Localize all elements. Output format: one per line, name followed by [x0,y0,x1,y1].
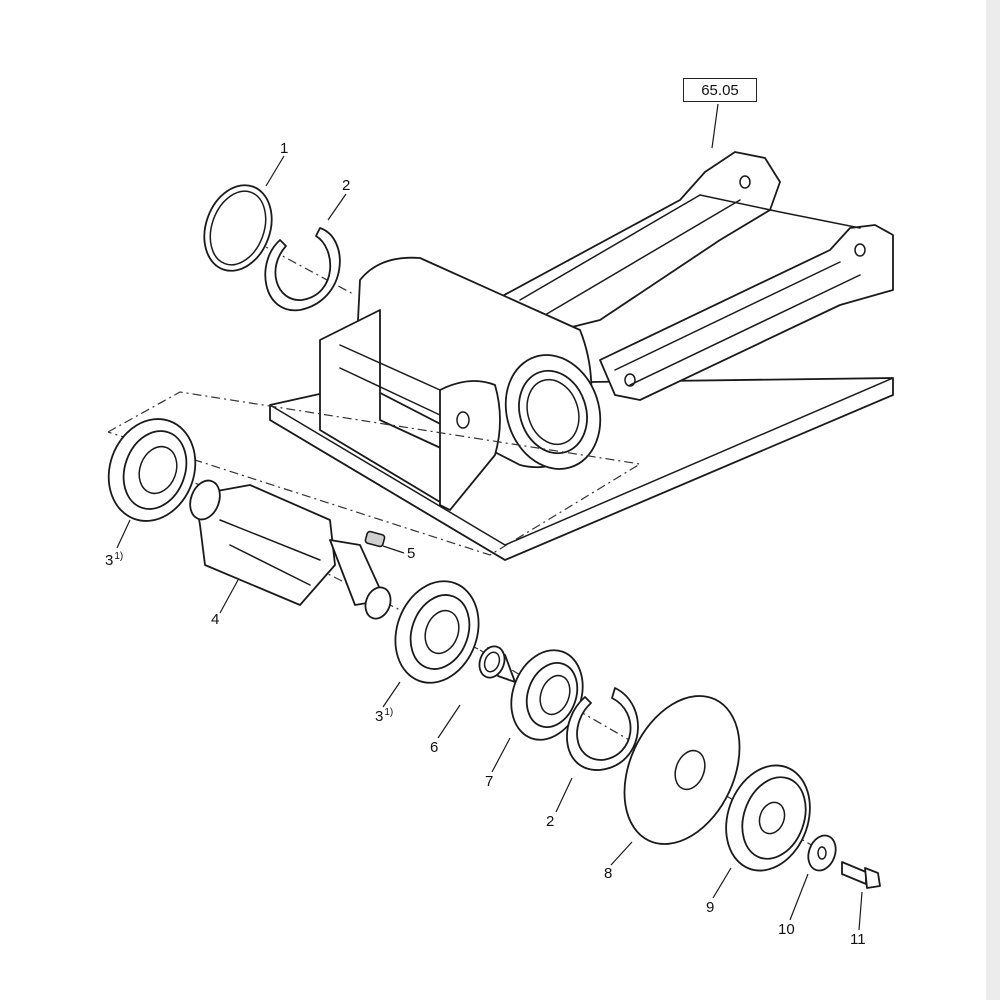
callout-5: 5 [407,545,416,562]
base-plate [269,377,894,561]
part-4-eccentric-shaft [189,479,392,620]
part-3-bearing-left [107,418,197,522]
callout-3-lower: 31) [375,707,394,725]
part-2-circlip-upper [264,227,341,311]
page-edge [986,0,1000,1000]
side-bracket [319,309,501,511]
callout-2-lower: 2 [546,813,555,830]
part-3-bearing-right [394,580,480,684]
part-8-disc [623,695,741,845]
part-6-bushing [478,645,516,683]
callout-2-upper: 2 [342,177,351,194]
callout-8: 8 [604,865,613,882]
part-10-washer [807,834,837,872]
callout-6: 6 [430,739,439,756]
callout-3-upper: 31) [105,551,124,569]
reference-label-box: 65.05 [683,78,757,102]
callout-11: 11 [850,931,866,948]
part-11-bolt [841,861,881,889]
callout-4: 4 [211,611,220,628]
part-9-pulley [725,764,811,872]
part-7-seal [510,649,584,741]
part-5-key [364,530,386,548]
callout-1: 1 [280,140,289,157]
callout-10: 10 [778,921,795,938]
frame-arms [494,151,894,401]
callout-9: 9 [706,899,715,916]
part-1-ring [203,184,273,272]
part-2-circlip-lower [566,687,639,771]
leader-lines [116,103,863,931]
bearing-housing [354,256,602,470]
callout-7: 7 [485,773,494,790]
